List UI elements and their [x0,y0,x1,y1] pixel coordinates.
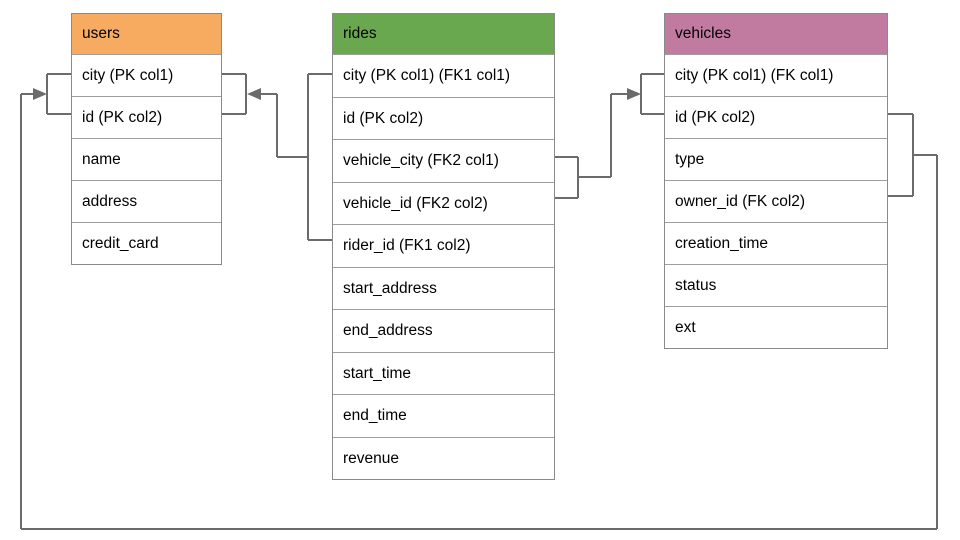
column-row: vehicle_id (FK2 col2) [333,181,554,224]
column-row: ext [665,306,887,348]
fk-line-rides-to-vehicles [553,73,664,199]
column-row: rider_id (FK1 col2) [333,224,554,267]
column-row: status [665,264,887,306]
fk-line-rides-to-users [220,73,332,241]
column-row: address [72,180,221,222]
column-row: name [72,138,221,180]
column-row: start_address [333,266,554,309]
table-vehicles: vehicles city (PK col1) (FK col1) id (PK… [664,13,888,349]
column-row: city (PK col1) (FK1 col1) [333,54,554,97]
table-rides-header: rides [333,14,554,54]
fk-arrowhead-rides-to-vehicles [627,88,641,100]
column-row: start_time [333,351,554,394]
table-users: users city (PK col1) id (PK col2) name a… [71,13,222,265]
column-row: vehicle_city (FK2 col1) [333,139,554,182]
table-rides: rides city (PK col1) (FK1 col1) id (PK c… [332,13,555,480]
fk-arrowhead-vehicles-to-users [33,88,47,100]
column-row: city (PK col1) [72,54,221,96]
column-row: id (PK col2) [333,96,554,139]
column-row: city (PK col1) (FK col1) [665,54,887,96]
column-row: end_time [333,394,554,437]
column-row: end_address [333,309,554,352]
column-row: id (PK col2) [665,96,887,138]
table-vehicles-header: vehicles [665,14,887,54]
fk-arrowhead-rides-to-users [247,88,261,100]
column-row: id (PK col2) [72,96,221,138]
column-row: owner_id (FK col2) [665,180,887,222]
column-row: credit_card [72,222,221,264]
column-row: revenue [333,436,554,479]
column-row: type [665,138,887,180]
column-row: creation_time [665,222,887,264]
table-users-header: users [72,14,221,54]
